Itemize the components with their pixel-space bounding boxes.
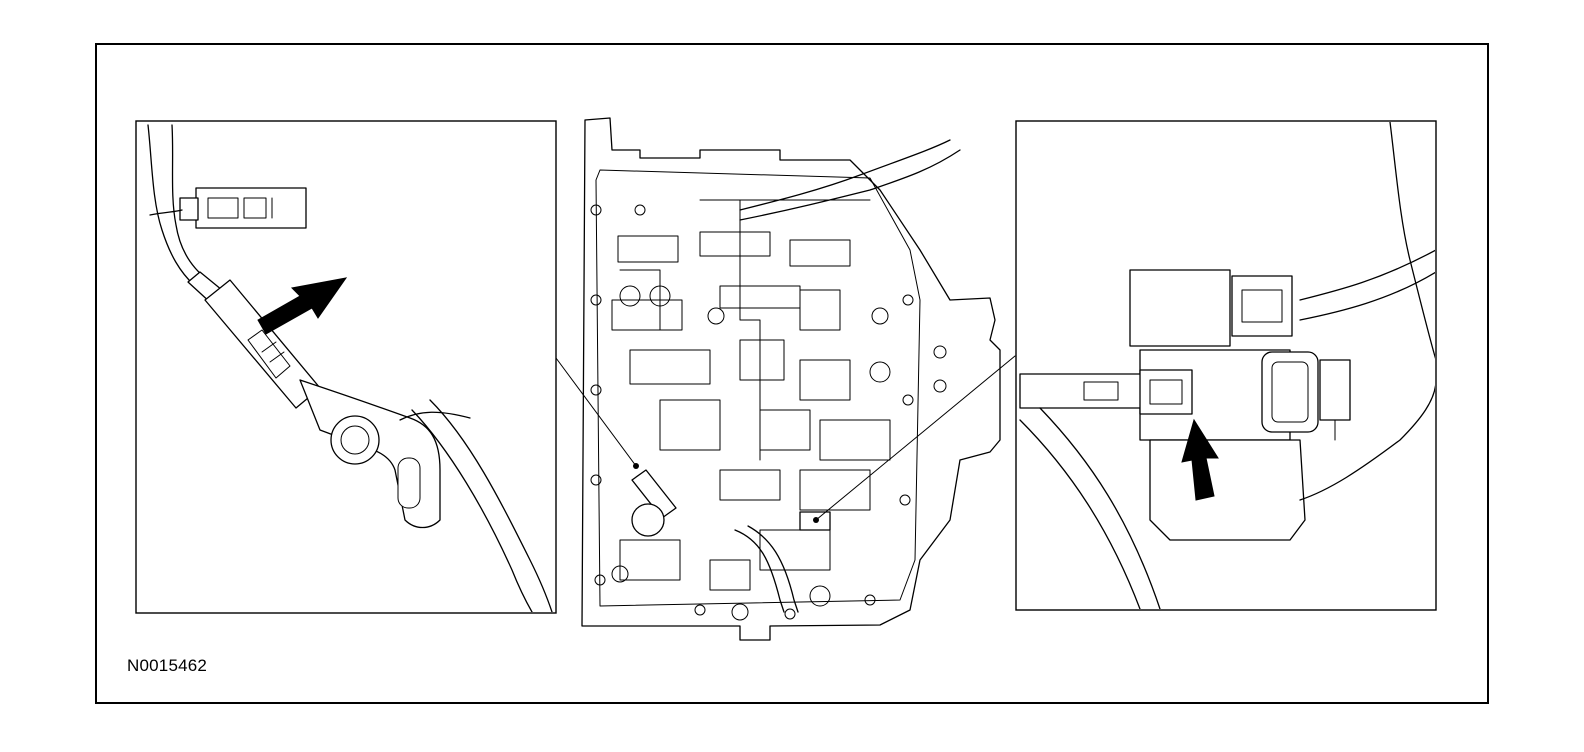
right-leader-dot xyxy=(813,517,819,523)
sensor-wire xyxy=(429,399,553,612)
harness-right xyxy=(1389,122,1435,359)
curved-wire-edge xyxy=(1039,407,1161,609)
lower-housing xyxy=(1149,439,1306,541)
left-leader-dot xyxy=(633,463,639,469)
left-leader-line xyxy=(555,357,637,467)
upper-harness-edge xyxy=(739,149,961,221)
bolt-holes xyxy=(590,204,947,620)
valve-body-overview xyxy=(555,117,1016,641)
harness-branch-edge xyxy=(1299,271,1435,321)
pointer-arrow-icon xyxy=(257,277,348,335)
figure-id-label: N0015462 xyxy=(127,656,208,675)
wire-harness-edge xyxy=(171,124,209,281)
pointer-arrow-up-icon xyxy=(1181,418,1219,501)
wire-harness xyxy=(147,124,195,286)
valve-channels xyxy=(611,199,891,621)
mounting-bracket-icon xyxy=(299,379,471,529)
lower-harness xyxy=(734,529,785,613)
curved-wire xyxy=(1019,419,1141,609)
valve-body-inner-outline xyxy=(595,169,921,607)
right-leader-line xyxy=(815,355,1016,521)
valve-body-outline xyxy=(581,117,1001,641)
harness-branch xyxy=(1299,249,1435,301)
solenoid-connector-icon xyxy=(1019,369,1193,415)
left-detail-panel xyxy=(135,120,557,614)
right-detail-panel xyxy=(1015,120,1437,611)
lower-harness-edge xyxy=(747,525,799,613)
upper-harness xyxy=(739,139,951,211)
sensor-bracket-icon xyxy=(631,503,665,537)
connector-plug-icon xyxy=(149,187,307,229)
sensor-wire-edge xyxy=(411,409,533,612)
side-harness xyxy=(1299,384,1435,501)
